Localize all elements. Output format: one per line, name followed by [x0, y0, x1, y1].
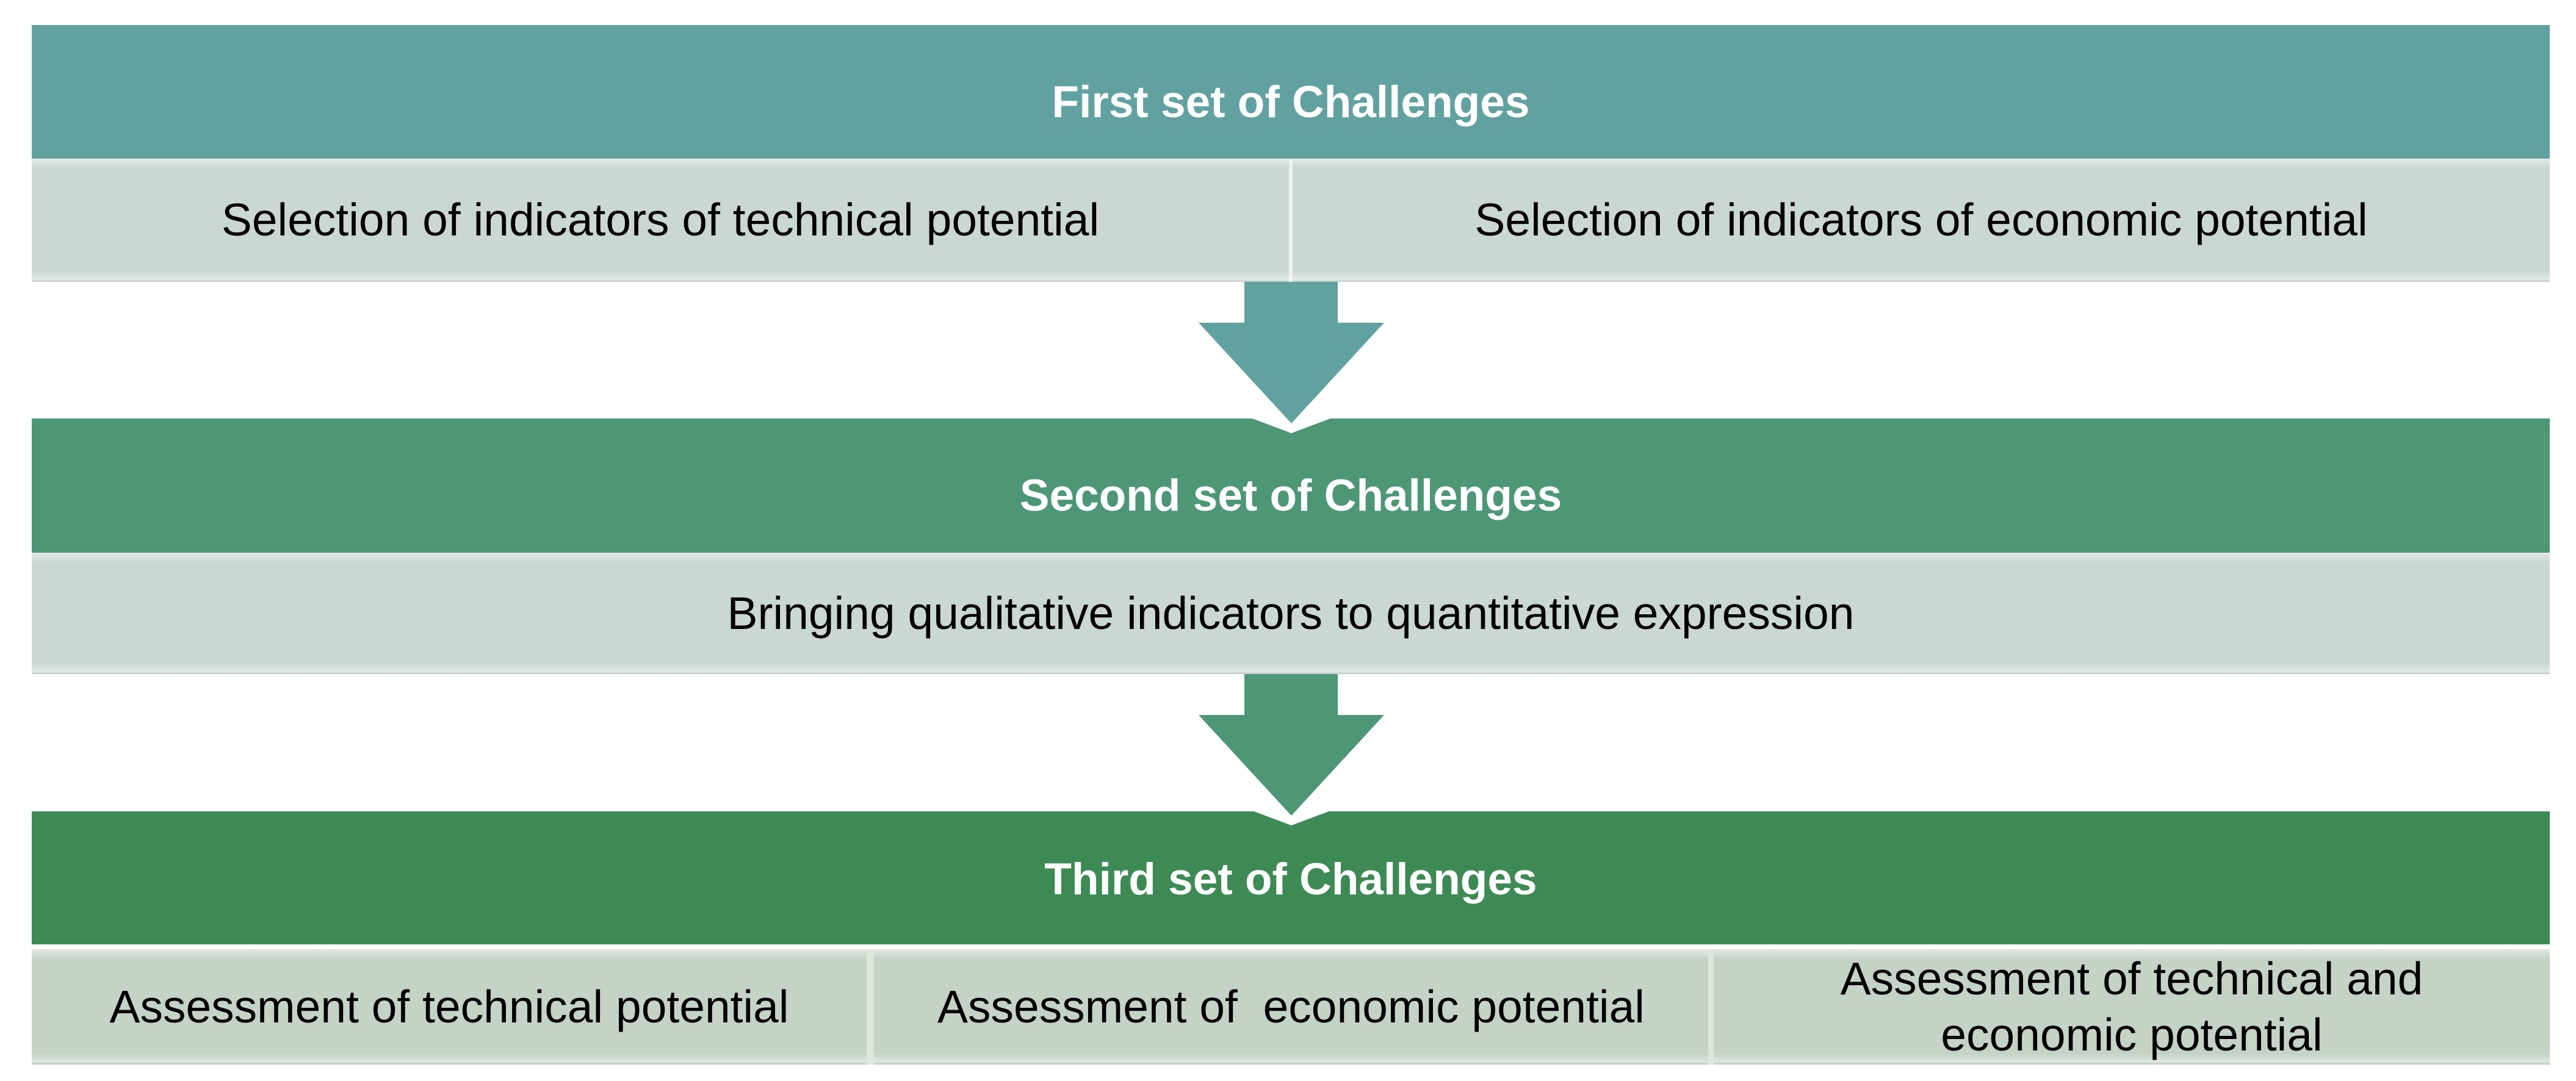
cell-selection-technical: Selection of indicators of technical pot…: [32, 159, 1289, 282]
section-1-header: First set of Challenges: [32, 25, 2550, 159]
cell-assessment-economic-label: Assessment of economic potential: [937, 980, 1645, 1032]
down-arrow-1-icon: [1199, 282, 1384, 433]
cell-assessment-technical-economic-label: Assessment of technical and economic pot…: [1840, 953, 2423, 1060]
arrow-notch: [1252, 418, 1330, 433]
section-1-body: Selection of indicators of technical pot…: [32, 159, 2550, 282]
cell-selection-economic-label: Selection of indicators of economic pote…: [1474, 194, 2368, 246]
cell-divider: [1289, 159, 1293, 282]
section-3-body: Assessment of technical potential Assess…: [32, 949, 2550, 1065]
cell-assessment-technical-label: Assessment of technical potential: [109, 980, 789, 1032]
down-arrow-shape: [1199, 674, 1384, 816]
section-3-header: Third set of Challenges: [32, 811, 2550, 944]
section-2-header: Second set of Challenges: [32, 418, 2550, 553]
section-2-header-label: Second set of Challenges: [1019, 471, 1562, 521]
section-1-header-label: First set of Challenges: [1052, 77, 1530, 127]
down-arrow-2-icon: [1199, 674, 1384, 825]
section-2-body: Bringing qualitative indicators to quant…: [32, 553, 2550, 674]
down-arrow-shape: [1199, 282, 1384, 423]
cell-assessment-technical-economic: Assessment of technical and economic pot…: [1714, 949, 2550, 1065]
cell-bringing-qualitative: Bringing qualitative indicators to quant…: [32, 553, 2550, 674]
arrow-notch: [1252, 811, 1330, 825]
section-3-header-label: Third set of Challenges: [1044, 855, 1537, 905]
cell-assessment-technical: Assessment of technical potential: [32, 949, 867, 1065]
cell-divider: [1708, 949, 1714, 1065]
cell-selection-technical-label: Selection of indicators of technical pot…: [221, 194, 1100, 246]
cell-selection-economic: Selection of indicators of economic pote…: [1293, 159, 2550, 282]
cell-divider: [867, 949, 874, 1065]
cell-assessment-economic: Assessment of economic potential: [874, 949, 1708, 1065]
cell-bringing-qualitative-label: Bringing qualitative indicators to quant…: [727, 587, 1855, 639]
